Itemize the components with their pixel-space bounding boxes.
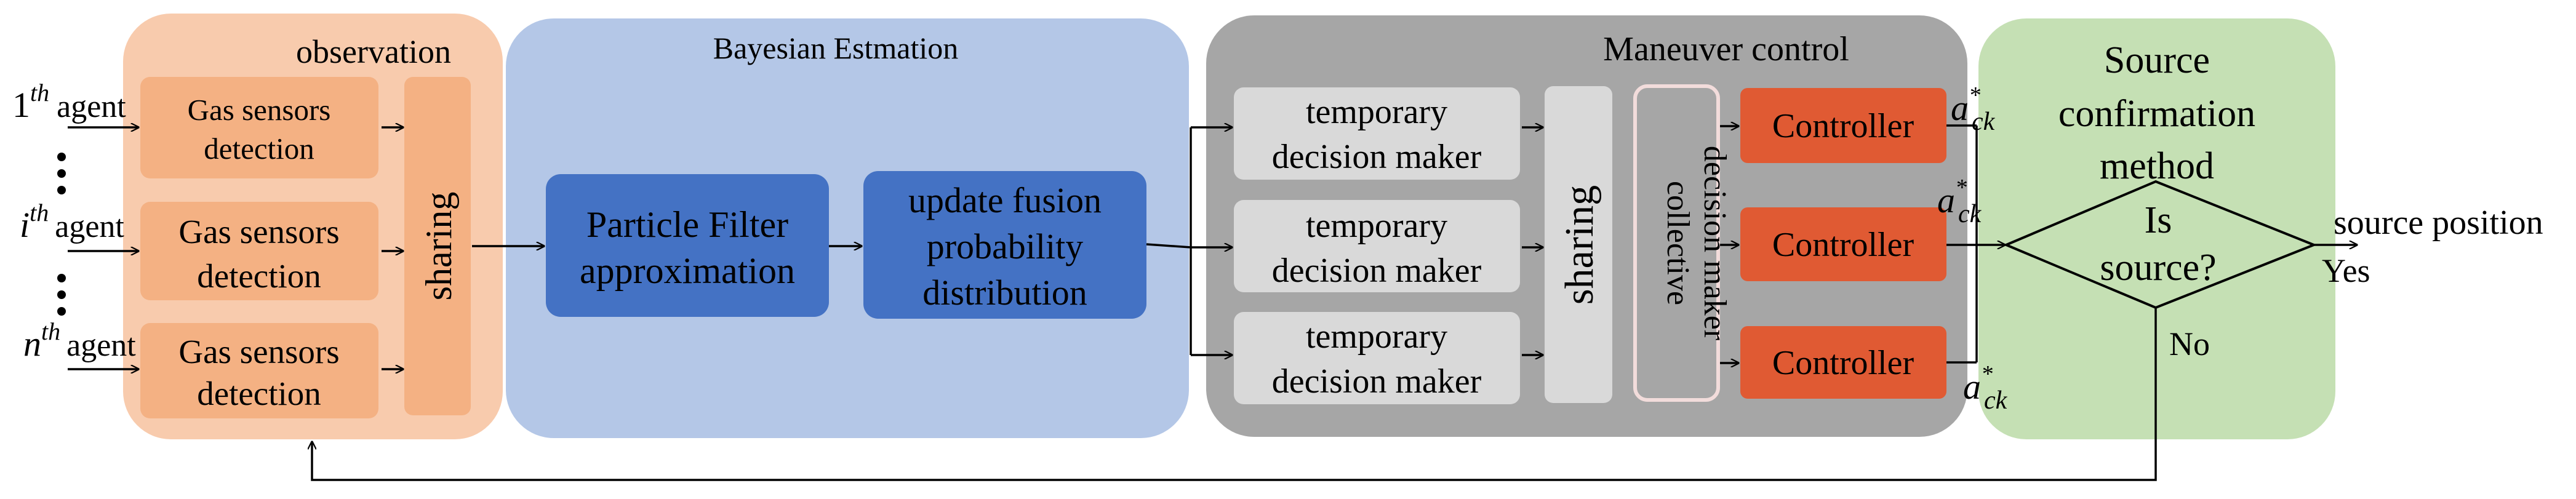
ellipsis-dots-upper <box>57 153 66 194</box>
source-position-label: source position <box>2334 204 2543 242</box>
update-fusion-line2: probability <box>927 226 1084 266</box>
fanout-input-line <box>1146 243 1191 249</box>
bayesian-panel <box>506 18 1189 438</box>
controller-box-2-label: Controller <box>1772 226 1914 264</box>
particle-filter-line1: Particle Filter <box>586 204 788 245</box>
temp-decision-box-1-line2: decision maker <box>1272 138 1482 176</box>
gas-sensor-box-1 <box>140 77 378 178</box>
particle-filter-line2: approximation <box>580 250 795 291</box>
gas-sensor-box-1-line1: Gas sensors <box>188 93 331 127</box>
yes-label: Yes <box>2322 252 2370 289</box>
temp-decision-box-3-line2: decision maker <box>1272 362 1482 401</box>
collective-decision-line1: collective <box>1660 181 1695 305</box>
observation-title: observation <box>296 33 451 70</box>
bayesian-title: Bayesian Estmation <box>713 31 959 65</box>
action-label-3: a*ck <box>1963 361 2008 415</box>
temp-decision-box-2-line1: temporary <box>1306 207 1447 245</box>
controller-box-2 <box>1740 207 1946 281</box>
controller-box-3-label: Controller <box>1772 344 1914 382</box>
maneuver-title: Maneuver control <box>1603 30 1849 68</box>
update-fusion-box <box>863 171 1146 319</box>
gas-sensor-box-1-line2: detection <box>204 132 314 166</box>
gas-sensor-box-2-line1: Gas sensors <box>178 213 339 250</box>
maneuver-sharing-box <box>1545 86 1612 403</box>
decision-line1: Is <box>2145 199 2172 241</box>
decision-line2: source? <box>2100 247 2216 289</box>
observation-sharing-label: sharing <box>418 192 459 301</box>
gas-sensor-box-3 <box>140 323 378 418</box>
maneuver-sharing-label: sharing <box>1557 185 1602 305</box>
update-fusion-line3: distribution <box>922 273 1087 313</box>
observation-sharing-box <box>404 77 471 415</box>
no-label: No <box>2169 325 2210 362</box>
temp-decision-box-3-line1: temporary <box>1306 317 1447 356</box>
temp-decision-box-1-line1: temporary <box>1306 93 1447 131</box>
gas-sensor-box-3-line2: detection <box>197 375 321 412</box>
gas-sensor-box-3-line1: Gas sensors <box>178 333 339 370</box>
update-fusion-line1: update fusion <box>908 180 1102 220</box>
source-title-line3: method <box>2100 145 2214 187</box>
no-feedback-loop <box>312 308 2157 481</box>
temp-decision-box-2 <box>1234 200 1520 292</box>
controller-box-3 <box>1740 326 1946 399</box>
gas-sensor-box-2-line2: detection <box>197 257 321 295</box>
source-title-line1: Source <box>2104 39 2210 81</box>
source-title-line2: confirmation <box>2058 93 2255 135</box>
controller-box-1 <box>1740 88 1946 163</box>
ellipsis-dots-lower <box>57 274 66 316</box>
action-label-1: a*ck <box>1951 82 1996 136</box>
gas-sensor-box-2 <box>140 202 378 300</box>
action-label-2: a*ck <box>1937 175 1982 228</box>
collective-decision-line2: decision maker <box>1697 146 1732 340</box>
particle-filter-box <box>546 174 829 317</box>
temp-decision-box-2-line2: decision maker <box>1272 252 1482 290</box>
controller-box-1-label: Controller <box>1772 107 1914 145</box>
temp-decision-box-1 <box>1234 87 1520 180</box>
temp-decision-box-3 <box>1234 312 1520 404</box>
collective-decision-box <box>1633 84 1720 402</box>
